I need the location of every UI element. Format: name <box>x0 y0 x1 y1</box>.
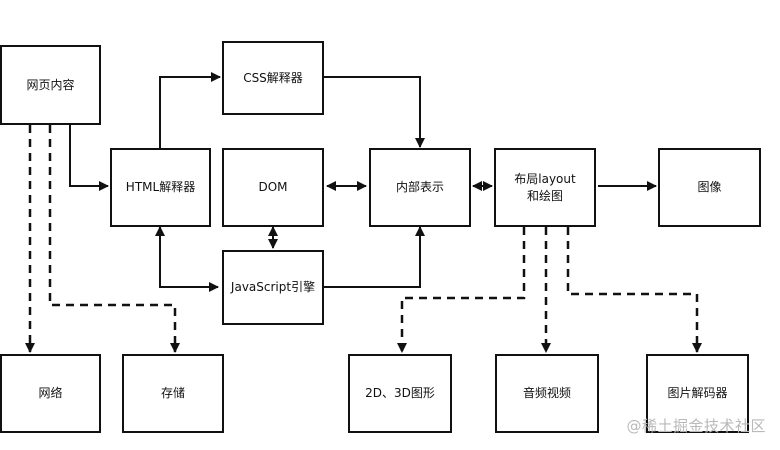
node-dom-label: DOM <box>258 180 288 195</box>
node-storage: 存储 <box>122 354 224 433</box>
edge-webpage-to-storage <box>48 125 180 353</box>
node-webpage-label: 网页内容 <box>26 77 75 92</box>
node-css-parser-label: CSS解释器 <box>243 70 303 85</box>
edge-webpage-to-html <box>69 125 109 191</box>
node-js-engine-label: JavaScript引擎 <box>230 280 316 295</box>
node-network-label: 网络 <box>38 386 63 401</box>
node-audio-video: 音频视频 <box>495 354 599 433</box>
node-graphics: 2D、3D图形 <box>348 354 452 433</box>
node-dom: DOM <box>222 148 324 227</box>
node-graphics-label: 2D、3D图形 <box>365 386 435 401</box>
edge-js-to-internal <box>324 226 425 288</box>
edge-html-js <box>155 226 219 292</box>
node-audio-video-label: 音频视频 <box>522 386 571 401</box>
node-css-parser: CSS解释器 <box>222 41 324 115</box>
node-layout: 布局layout 和绘图 <box>494 148 596 227</box>
node-image-label: 图像 <box>697 180 722 195</box>
edge-layout-to-graphics <box>397 227 526 353</box>
edge-layout-to-decoder <box>566 227 702 353</box>
node-layout-label-line1: 布局layout <box>514 172 576 187</box>
node-storage-label: 存储 <box>160 386 185 401</box>
watermark-text: @稀土掘金技术社区 <box>626 417 766 435</box>
node-html-parser-label: HTML解释器 <box>125 180 196 195</box>
node-image: 图像 <box>658 148 761 227</box>
node-js-engine: JavaScript引擎 <box>222 250 324 325</box>
node-internal-label: 内部表示 <box>395 180 444 195</box>
node-layout-label-line2: 和绘图 <box>526 188 563 203</box>
node-network: 网络 <box>0 354 101 433</box>
node-image-decoder: 图片解码器 <box>646 354 749 433</box>
node-html-parser: HTML解释器 <box>110 148 211 227</box>
edge-css-to-internal <box>324 76 425 148</box>
node-image-decoder-label: 图片解码器 <box>667 386 728 401</box>
node-internal: 内部表示 <box>369 148 471 227</box>
node-webpage: 网页内容 <box>0 45 101 125</box>
edge-html-to-css <box>159 72 221 148</box>
